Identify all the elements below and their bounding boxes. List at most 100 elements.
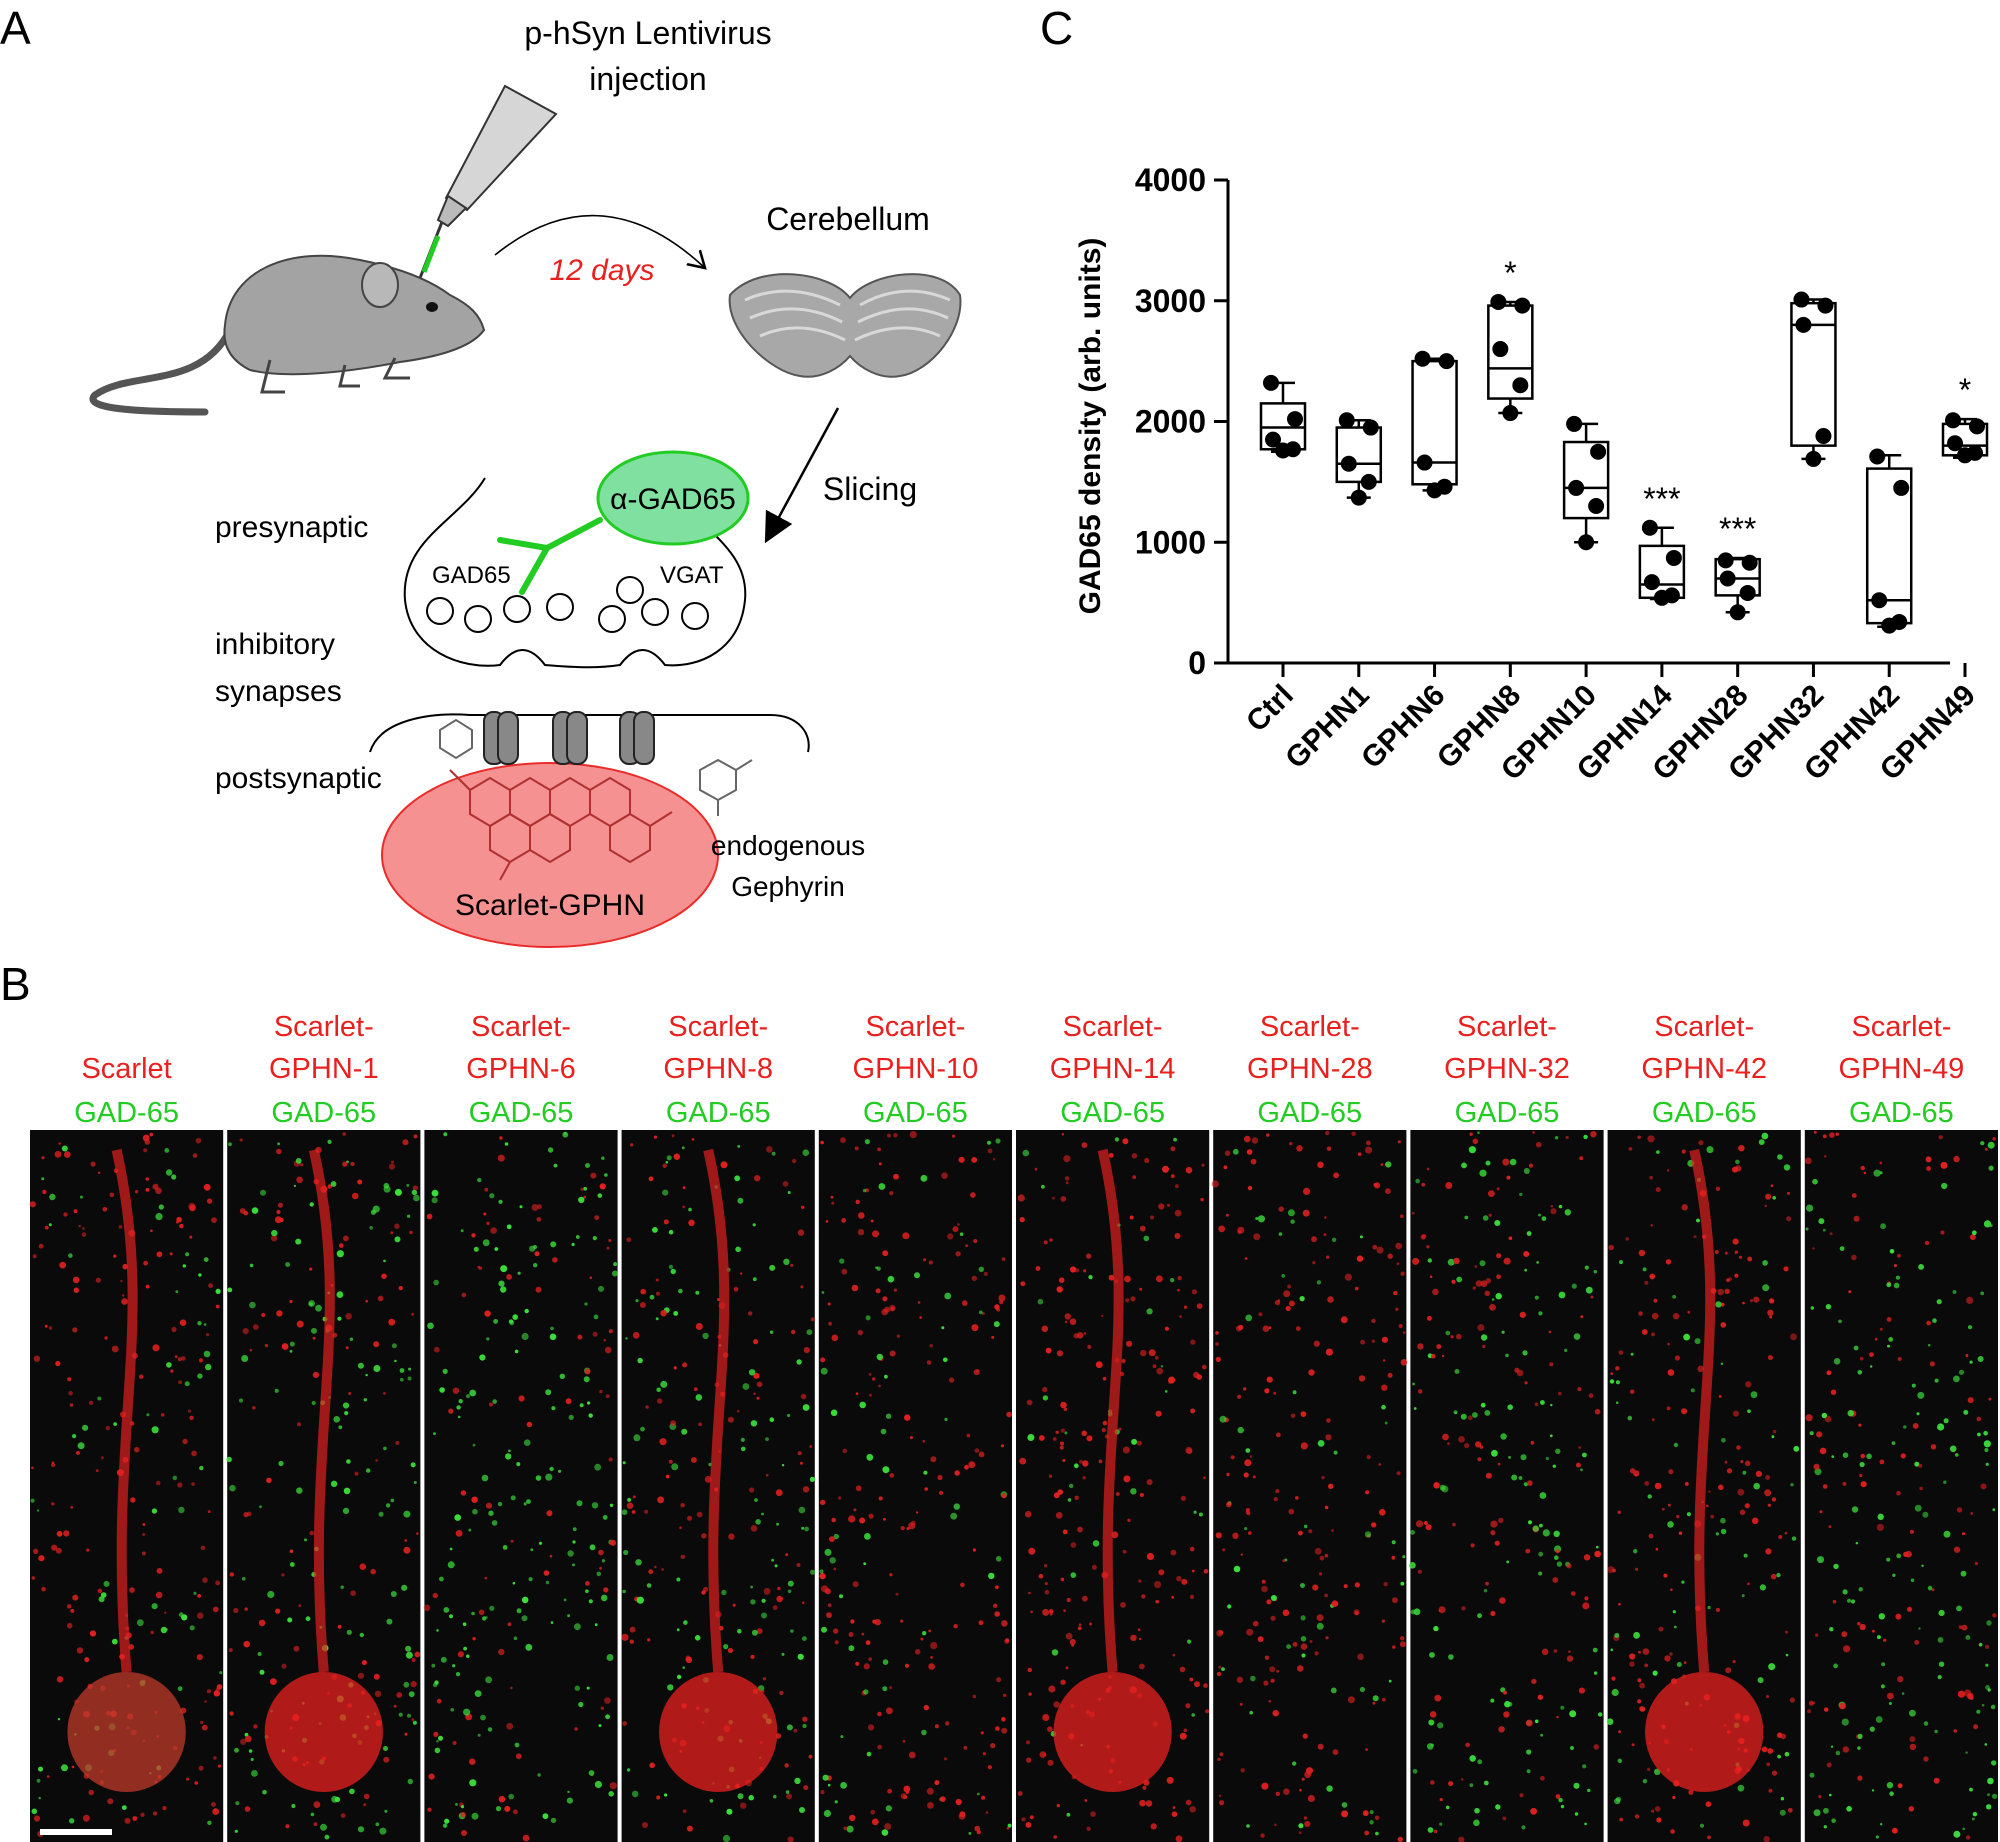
micrograph-puncta <box>578 1196 585 1204</box>
micrograph-puncta <box>1826 1762 1832 1768</box>
micrograph-puncta <box>1412 1382 1415 1386</box>
micrograph-puncta <box>769 1264 776 1271</box>
micrograph-puncta <box>884 1374 888 1379</box>
micrograph-puncta <box>320 1823 327 1831</box>
micrograph-puncta <box>1545 1456 1549 1461</box>
micrograph-puncta <box>455 1672 461 1677</box>
micrograph-puncta <box>1957 1690 1966 1698</box>
micrograph-puncta <box>1952 1290 1957 1294</box>
micrograph-puncta <box>492 1399 498 1404</box>
micrograph-puncta <box>1019 1217 1025 1223</box>
channel-label-green: GAD-65 <box>271 1097 376 1129</box>
micrograph-puncta <box>1971 1230 1977 1236</box>
micrograph-puncta <box>431 1663 436 1668</box>
micrograph-puncta <box>1053 1492 1060 1499</box>
micrograph-puncta <box>182 1264 186 1268</box>
micrograph-puncta <box>70 1506 73 1509</box>
micrograph-puncta <box>1672 1294 1676 1299</box>
micrograph-puncta <box>403 1510 411 1518</box>
micrograph-puncta <box>485 1676 492 1684</box>
micrograph-puncta <box>1331 1529 1334 1532</box>
micrograph-puncta <box>803 1785 809 1791</box>
micrograph-puncta <box>841 1218 846 1223</box>
micrograph-puncta <box>834 1640 839 1645</box>
micrograph-puncta <box>1295 1496 1299 1500</box>
micrograph-puncta <box>1172 1653 1176 1657</box>
micrograph-puncta <box>197 1594 202 1598</box>
micrograph-puncta <box>605 1394 610 1399</box>
micrograph-puncta <box>1791 1536 1797 1541</box>
micrograph-puncta <box>84 1657 90 1663</box>
micrograph-puncta <box>790 1263 794 1267</box>
micrograph-puncta <box>1639 1682 1645 1689</box>
micrograph-puncta <box>1971 1817 1975 1821</box>
micrograph-puncta <box>773 1794 777 1799</box>
micrograph-dendrite <box>1097 1148 1124 1673</box>
micrograph-puncta <box>142 1134 150 1142</box>
micrograph-puncta <box>1141 1594 1146 1599</box>
micrograph-puncta <box>1710 1514 1715 1519</box>
micrograph-puncta <box>1302 1209 1310 1217</box>
micrograph-puncta <box>1750 1391 1758 1399</box>
endogenous-gephyrin-lattice <box>439 718 753 816</box>
micrograph-puncta <box>751 1629 758 1636</box>
micrograph-puncta <box>797 1451 802 1456</box>
micrograph-puncta <box>1175 1835 1183 1842</box>
micrograph-puncta <box>1341 1810 1349 1818</box>
micrograph-puncta <box>257 1651 262 1657</box>
micrograph-puncta <box>1897 1357 1902 1361</box>
micrograph-strip <box>1016 1130 1210 1842</box>
micrograph-puncta <box>493 1319 498 1324</box>
data-point <box>1957 447 1973 464</box>
micrograph-puncta <box>1914 1461 1920 1467</box>
micrograph-puncta <box>1681 1149 1686 1154</box>
micrograph-puncta <box>1114 1137 1120 1142</box>
micrograph-puncta <box>1984 1743 1988 1746</box>
micrograph-puncta <box>1568 1650 1571 1653</box>
micrograph-puncta <box>179 1223 184 1229</box>
micrograph-puncta <box>285 1824 290 1829</box>
micrograph-puncta <box>508 1793 514 1800</box>
micrograph-puncta <box>1588 1393 1594 1398</box>
micrograph-puncta <box>1558 1291 1566 1299</box>
synaptic-vesicles <box>426 576 709 633</box>
micrograph-puncta <box>189 1235 193 1239</box>
micrograph-puncta <box>142 1533 146 1536</box>
micrograph-puncta <box>833 1567 837 1571</box>
micrograph-puncta <box>507 1622 512 1627</box>
micrograph-puncta <box>1296 1665 1304 1672</box>
micrograph-puncta <box>848 1645 855 1652</box>
micrograph-puncta <box>761 1690 765 1693</box>
micrograph-puncta <box>682 1362 688 1368</box>
data-point <box>1719 570 1736 587</box>
micrograph-puncta <box>1250 1675 1256 1682</box>
micrograph-puncta <box>72 1327 78 1333</box>
micrograph-puncta <box>480 1714 486 1721</box>
micrograph-puncta <box>408 1691 415 1698</box>
micrograph-puncta <box>1502 1816 1507 1821</box>
micrograph-puncta <box>1412 1768 1418 1774</box>
micrograph-puncta <box>748 1369 756 1376</box>
micrograph-puncta <box>342 1507 350 1514</box>
micrograph-puncta <box>1185 1446 1193 1454</box>
micrograph-puncta <box>407 1778 413 1785</box>
micrograph-puncta <box>1855 1542 1859 1545</box>
days-label: 12 days <box>549 254 654 287</box>
micrograph-puncta <box>1049 1609 1054 1614</box>
micrograph-puncta <box>820 1140 824 1145</box>
micrograph-puncta <box>1111 1531 1119 1539</box>
micrograph-puncta <box>197 1373 203 1379</box>
micrograph-puncta <box>1391 1555 1396 1560</box>
micrograph-puncta <box>505 1453 512 1460</box>
micrograph-puncta <box>73 1287 80 1293</box>
micrograph-puncta <box>1770 1573 1777 1580</box>
micrograph-puncta <box>584 1368 591 1375</box>
micrograph-puncta <box>926 1360 932 1365</box>
micrograph-puncta <box>968 1832 972 1835</box>
micrograph-puncta <box>443 1132 448 1137</box>
micrograph-puncta <box>391 1160 394 1164</box>
micrograph-puncta <box>206 1333 210 1337</box>
micrograph-puncta <box>121 1294 125 1297</box>
micrograph-puncta <box>831 1334 839 1342</box>
micrograph-puncta <box>238 1398 244 1403</box>
